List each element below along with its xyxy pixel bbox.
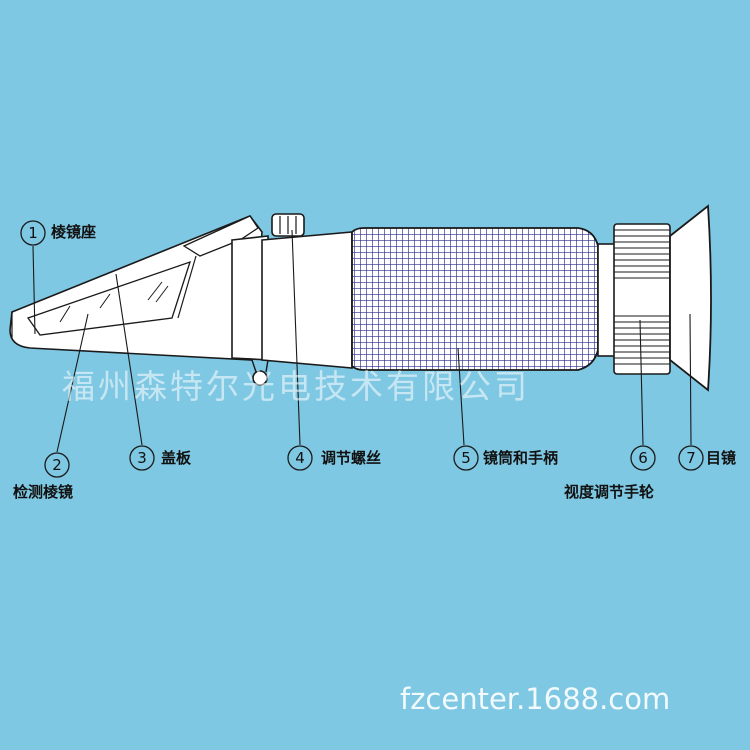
callout-number-2: 2	[52, 456, 62, 474]
callout-number-5: 5	[461, 449, 471, 467]
callout-number-1: 1	[28, 224, 38, 242]
cover-plate-edge	[11, 255, 197, 338]
company-watermark: 福州森特尔光电技术有限公司	[62, 367, 530, 406]
label-cover-plate: 盖板	[161, 449, 192, 467]
label-diopter-wheel: 视度调节手轮	[564, 483, 655, 501]
callout-circle-1	[20, 220, 46, 246]
callout-number-6: 6	[638, 449, 648, 467]
label-tube-and-handle: 镜筒和手柄	[483, 449, 559, 467]
grip-tube	[351, 227, 599, 371]
leader-line-2	[56, 313, 89, 453]
diopter-wheel-knurl-top	[614, 229, 670, 279]
callout-number-4: 4	[295, 449, 305, 467]
cover-plate	[182, 215, 259, 257]
callout-circle-6	[630, 445, 656, 471]
leader-line-4	[291, 229, 301, 446]
adjustment-screw-ridges	[279, 216, 297, 234]
callout-circle-4	[287, 445, 313, 471]
label-adjustment-screw: 调节螺丝	[321, 449, 382, 467]
leader-line-5	[457, 347, 465, 446]
leader-line-7	[689, 313, 692, 446]
callout-circle-7	[678, 445, 704, 471]
label-eyepiece: 目镜	[706, 449, 737, 467]
callout-number-7: 7	[686, 449, 696, 467]
eyepiece	[669, 204, 712, 392]
callout-number-3: 3	[137, 449, 147, 467]
callout-circle-3	[129, 445, 155, 471]
label-detection-prism: 检测棱镜	[13, 483, 74, 501]
leader-line-3	[115, 273, 143, 446]
label-prism-base: 棱镜座	[51, 223, 97, 241]
diopter-wheel-knurl-bottom	[614, 315, 670, 365]
callout-circle-2	[44, 452, 70, 478]
front-tube	[261, 231, 353, 369]
detection-prism	[26, 260, 192, 336]
leader-line-1	[32, 245, 36, 335]
hinge-arm	[251, 359, 269, 373]
prism-glare	[59, 281, 169, 323]
leader-line-6	[639, 319, 644, 446]
hinge-pin	[252, 370, 268, 386]
callout-circle-5	[453, 445, 479, 471]
website-watermark: fzcenter.1688.com	[400, 682, 671, 716]
